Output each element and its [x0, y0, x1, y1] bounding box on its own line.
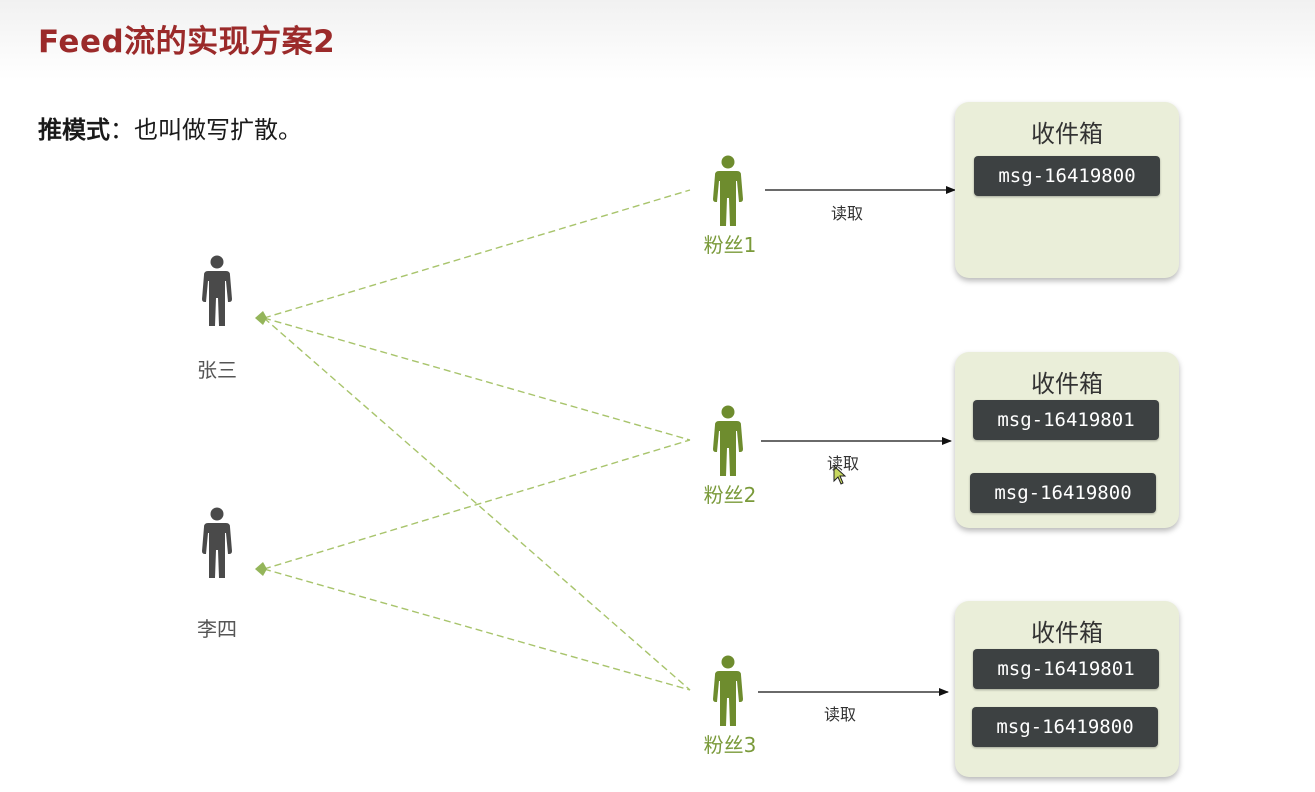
author-lisi-person-icon — [202, 507, 232, 578]
fan2-person-icon — [713, 405, 743, 476]
distribution-lines — [263, 189, 691, 691]
inbox-message: msg-16419801 — [973, 400, 1159, 440]
fan1-person-icon — [713, 155, 743, 226]
read-label-fan1: 读取 — [831, 204, 864, 223]
inbox-fan1: 收件箱 msg-16419800 — [955, 102, 1179, 278]
fan3-label: 粉丝3 — [703, 733, 757, 757]
line-zhangsan-fan2 — [263, 317, 691, 441]
inbox-title: 收件箱 — [1031, 120, 1103, 148]
subtitle-term: 推模式 — [38, 116, 110, 144]
mouse-pointer-icon — [833, 464, 847, 485]
subtitle: 推模式：也叫做写扩散。 — [38, 110, 302, 145]
inbox-message: msg-16419800 — [970, 473, 1156, 513]
line-zhangsan-fan3 — [263, 317, 691, 691]
read-label-fan2: 读取 — [827, 454, 860, 473]
line-lisi-fan2 — [263, 439, 691, 570]
fan3-person-icon — [713, 655, 743, 726]
inbox-fan2: 收件箱 msg-16419801 msg-16419800 — [955, 352, 1179, 528]
inbox-fan3: 收件箱 msg-16419801 msg-16419800 — [955, 601, 1179, 777]
subtitle-description: ：也叫做写扩散。 — [110, 116, 302, 144]
arrowhead-lisi — [255, 562, 267, 576]
inbox-title: 收件箱 — [1031, 619, 1103, 647]
fan2-label: 粉丝2 — [703, 483, 757, 507]
inbox-message: msg-16419801 — [973, 649, 1159, 689]
line-zhangsan-fan1 — [263, 189, 691, 319]
arrowhead-zhangsan — [255, 311, 267, 325]
inbox-message: msg-16419800 — [974, 156, 1160, 196]
author-label-lisi: 李四 — [197, 617, 237, 641]
inbox-message: msg-16419800 — [972, 707, 1158, 747]
author-zhangsan-person-icon — [202, 255, 232, 326]
inbox-title: 收件箱 — [1031, 370, 1103, 398]
line-lisi-fan3 — [263, 568, 691, 691]
read-label-fan3: 读取 — [824, 705, 857, 724]
page-title: Feed流的实现方案2 — [38, 24, 336, 60]
author-label-zhangsan: 张三 — [197, 358, 237, 382]
header-bar — [0, 0, 1315, 80]
fan1-label: 粉丝1 — [703, 233, 757, 257]
